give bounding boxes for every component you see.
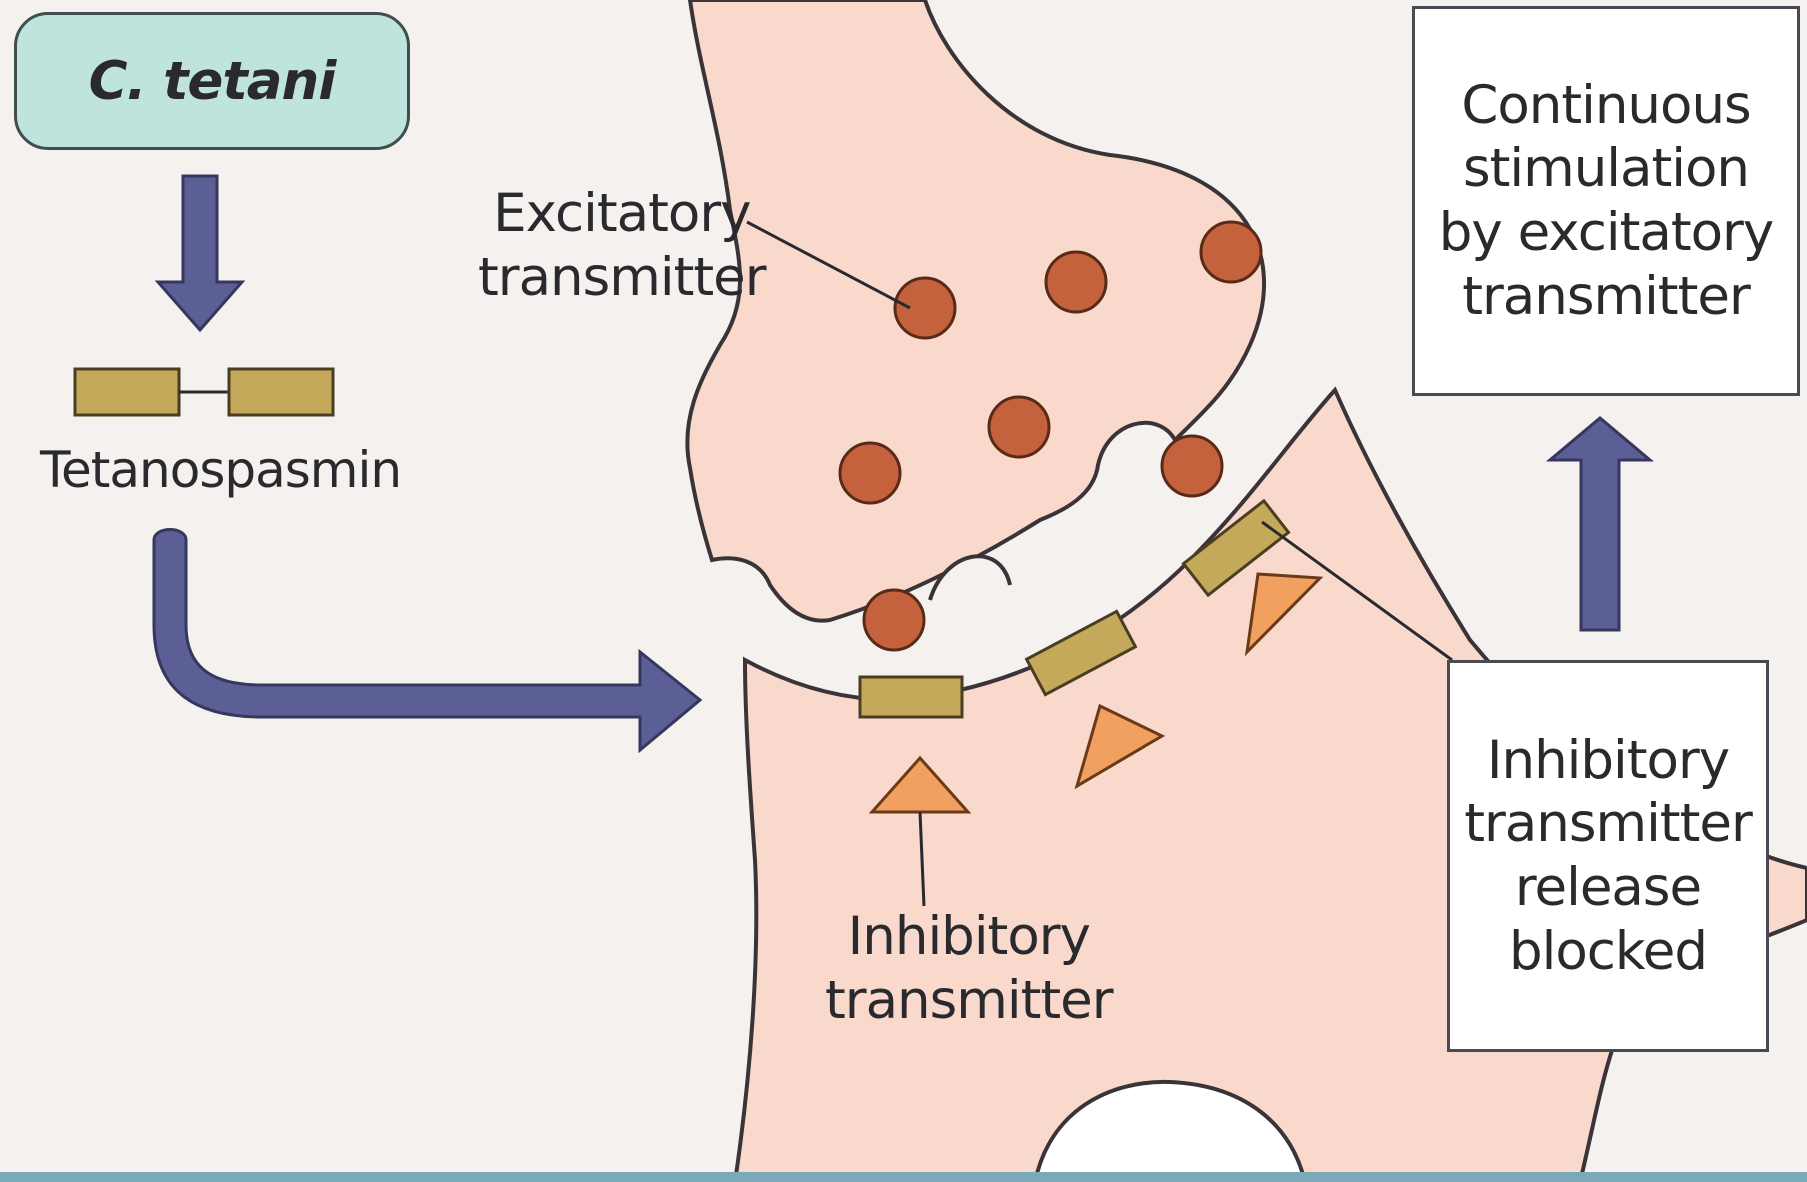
vesicle-icon	[989, 397, 1049, 457]
vesicle-icon	[1201, 222, 1261, 282]
vesicle-icon	[864, 590, 924, 650]
blocked-box-line4: blocked	[1464, 920, 1752, 984]
organism-label: C. tetani	[89, 51, 336, 112]
vesicle-icon	[840, 443, 900, 503]
result-box: Continuous stimulation by excitatory tra…	[1412, 6, 1800, 396]
blocked-box: Inhibitory transmitter release blocked	[1447, 660, 1769, 1052]
result-box-line1: Continuous	[1439, 74, 1773, 138]
excitatory-label-line1: Excitatory	[478, 182, 766, 246]
toxin-molecule-icon	[75, 369, 333, 415]
result-box-line4: transmitter	[1439, 265, 1773, 329]
flow-arrow-icon	[1550, 418, 1650, 630]
blocked-box-text: Inhibitory transmitter release blocked	[1464, 729, 1752, 983]
vesicle-icon	[1046, 252, 1106, 312]
inhibitory-label-line1: Inhibitory	[825, 905, 1113, 969]
inhibitory-label-line2: transmitter	[825, 969, 1113, 1033]
organism-box: C. tetani	[14, 12, 410, 150]
vesicle-icon	[1162, 436, 1222, 496]
presynaptic-neuron	[687, 0, 1264, 621]
excitatory-label-line2: transmitter	[478, 246, 766, 310]
bottom-border	[0, 1172, 1807, 1182]
toxin-label: Tetanospasmin	[40, 440, 401, 500]
excitatory-label: Excitatory transmitter	[478, 182, 766, 309]
result-box-line3: by excitatory	[1439, 201, 1773, 265]
flow-arrow-icon	[154, 530, 700, 751]
blocked-box-line1: Inhibitory	[1464, 729, 1752, 793]
flow-arrow-icon	[158, 176, 242, 330]
blocked-box-line2: transmitter	[1464, 792, 1752, 856]
inhibitory-label: Inhibitory transmitter	[825, 905, 1113, 1032]
vesicle-icon	[895, 278, 955, 338]
toxin-molecule-icon	[860, 677, 962, 717]
blocked-box-line3: release	[1464, 856, 1752, 920]
toxin-label-text: Tetanospasmin	[40, 440, 401, 500]
result-box-line2: stimulation	[1439, 137, 1773, 201]
result-box-text: Continuous stimulation by excitatory tra…	[1439, 74, 1773, 328]
